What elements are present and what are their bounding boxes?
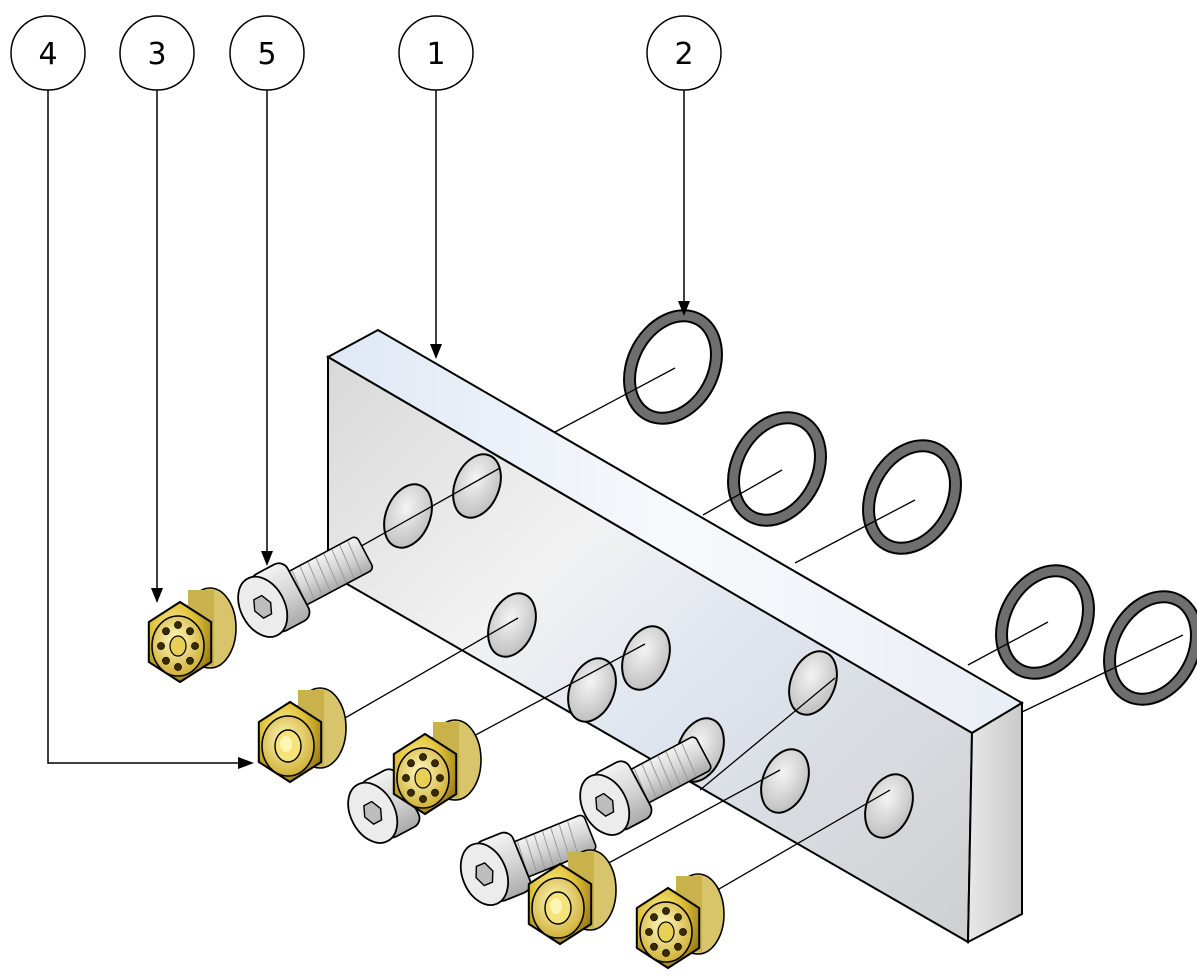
assembly-line [967,621,1049,666]
perforated-nut [392,719,482,816]
plain-nut [257,687,347,784]
balloon-5: 5 [229,15,305,91]
o-ring [727,411,827,527]
assembly-line [699,789,891,901]
assembly-line [794,499,916,564]
balloon-4-leader [47,90,248,764]
balloon-3-arrowhead [151,588,163,603]
assembly-line [1021,634,1184,713]
perforated-nut [147,587,237,684]
balloon-5-label: 5 [257,37,276,72]
plate [325,328,1024,944]
hex-socket-icon [475,862,494,887]
plain-nut [527,849,617,946]
plate-side-face [966,701,1023,944]
hex-socket-icon [595,792,615,817]
socket-head-cap-screw [579,736,712,836]
balloon-4: 4 [10,15,86,91]
assembly-line [702,469,783,516]
plate-hole [621,625,671,691]
assembly-line [604,769,781,866]
balloon-4-arrowhead [238,757,254,769]
assembly-line [344,617,519,719]
plate-hole [452,453,502,519]
socket-head-cap-screw [459,814,597,906]
balloon-1: 1 [398,15,474,91]
plate-hole [788,650,838,716]
hex-socket-icon [363,800,383,825]
balloon-3: 3 [119,15,195,91]
balloon-5-arrowhead [261,551,273,566]
assembly-line [339,467,501,559]
plate-hole [487,592,537,658]
socket-head-cap-screw [237,536,374,638]
assembly-line [699,677,836,791]
balloon-2: 2 [646,15,722,91]
o-ring [1103,590,1197,706]
balloon-1-label: 1 [426,37,445,72]
balloon-2-arrowhead [678,301,690,316]
o-ring [995,564,1095,680]
balloon-4-label: 4 [38,37,57,72]
assembly-line [554,367,676,433]
perforated-nut [635,873,725,970]
balloon-3-label: 3 [147,37,166,72]
o-ring [862,439,962,555]
plate-hole [760,748,810,814]
balloon-1-arrowhead [430,344,442,359]
assembly-line [469,643,646,739]
o-ring [623,309,723,425]
hex-socket-icon [253,594,273,619]
plate-hole [567,657,617,723]
plate-hole [864,773,914,839]
balloon-2-label: 2 [674,37,693,72]
plate-hole [383,483,433,549]
